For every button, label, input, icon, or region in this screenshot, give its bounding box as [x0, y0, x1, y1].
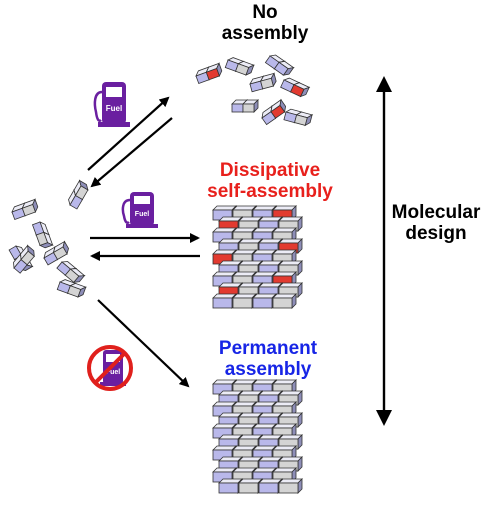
permanent-stack	[212, 379, 303, 494]
fuel-pump-icon: Fuel	[121, 192, 158, 228]
molecular-design-label: Molecular design	[388, 202, 484, 245]
block	[21, 198, 39, 217]
double-arrow-icon	[376, 76, 392, 426]
dissipative-stack	[212, 205, 303, 309]
permanent-label: Permanent assembly	[168, 338, 368, 381]
scattered-blocks-no-assembly	[195, 54, 314, 127]
block	[67, 282, 87, 298]
block	[20, 244, 35, 266]
block	[270, 98, 287, 119]
block	[35, 231, 54, 249]
block	[272, 271, 297, 287]
block	[52, 240, 69, 260]
reaction-arrows	[87, 96, 200, 388]
scattered-blocks-left	[8, 179, 89, 298]
block	[242, 99, 259, 113]
arrow-from-no-assembly	[90, 117, 173, 188]
block	[259, 72, 277, 90]
block	[278, 478, 303, 494]
block	[294, 111, 314, 127]
fuel-label: Fuel	[106, 369, 120, 376]
block	[272, 401, 297, 417]
block	[278, 216, 303, 232]
no-assembly-line1: No	[252, 2, 278, 23]
block	[232, 293, 257, 309]
block	[212, 293, 237, 309]
fuel-pump-icon: Fuel	[93, 82, 130, 127]
no-fuel-icon: Fuel	[87, 345, 133, 391]
molecular-line1: Molecular	[391, 202, 481, 223]
fuel-label: Fuel	[106, 104, 122, 113]
fuel-label: Fuel	[135, 211, 149, 218]
block	[278, 434, 303, 450]
block	[272, 293, 297, 309]
block	[252, 293, 277, 309]
no-assembly-line2: assembly	[221, 23, 309, 45]
block	[64, 268, 86, 283]
arrow-to-permanent	[97, 299, 190, 388]
permanent-line1: Permanent	[218, 338, 318, 359]
block	[218, 478, 243, 494]
molecular-line2: design	[405, 223, 467, 245]
dissipative-label: Dissipative self-assembly	[170, 160, 370, 203]
block	[278, 238, 303, 254]
arrow-to-no-assembly	[87, 96, 170, 171]
block	[278, 412, 303, 428]
permanent-line2: assembly	[224, 359, 312, 381]
block	[290, 82, 311, 98]
no-assembly-label: No assembly	[190, 2, 340, 45]
block	[238, 478, 263, 494]
dissipative-line1: Dissipative	[219, 160, 321, 181]
dissipative-line2: self-assembly	[207, 181, 333, 203]
block	[235, 60, 255, 76]
block	[272, 379, 297, 395]
block	[73, 179, 89, 201]
block	[272, 249, 297, 265]
block	[258, 478, 283, 494]
block	[205, 62, 223, 81]
block	[273, 60, 295, 76]
